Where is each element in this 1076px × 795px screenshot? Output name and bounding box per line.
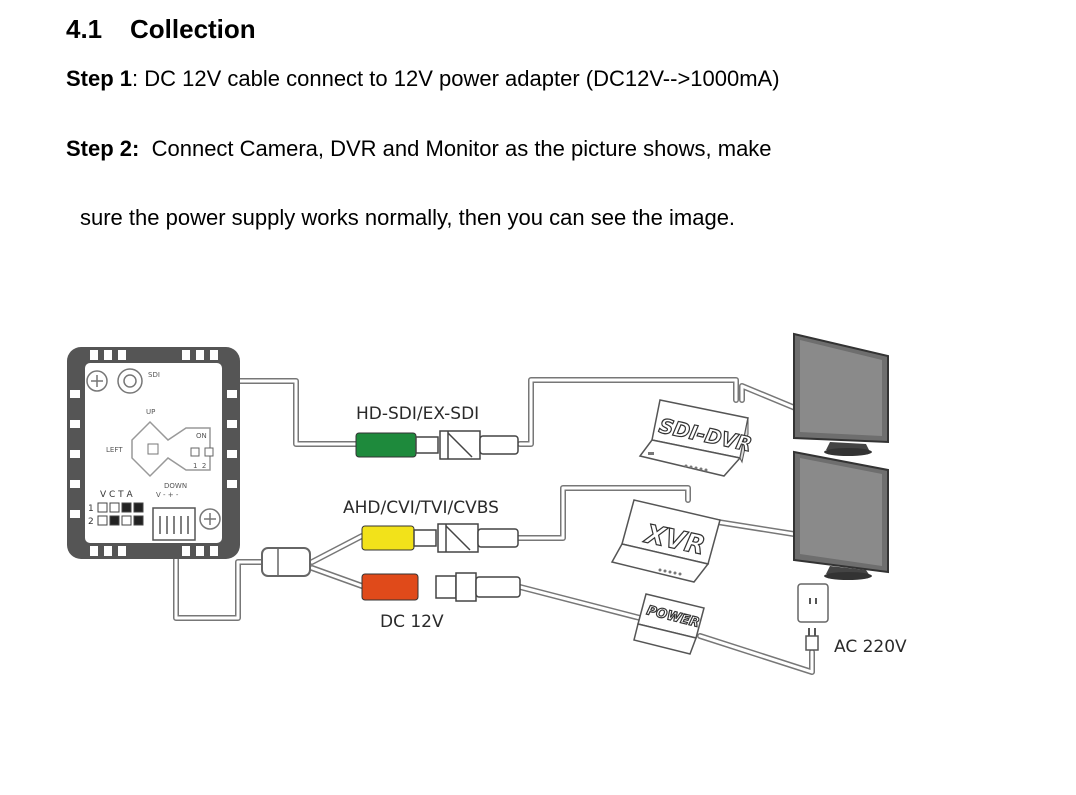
ahd-label: AHD/CVI/TVI/CVBS	[343, 498, 499, 518]
power-adapter: POWER	[633, 593, 705, 655]
ahd-connector	[361, 523, 519, 553]
sdi-connector	[355, 430, 519, 460]
on-marking: ON	[196, 432, 207, 440]
camera-board: SDI UP LEFT ON 1 2 DOWN V - + - V C T A …	[67, 347, 240, 559]
xvr-device: XVR	[610, 499, 721, 583]
section-heading: 4.1 Collection	[66, 14, 256, 45]
up-marking: UP	[146, 408, 155, 416]
section-number: 4.1	[66, 14, 103, 44]
row-1-marking: 1	[88, 504, 94, 514]
step-1-sep: :	[132, 66, 145, 91]
left-marking: LEFT	[106, 446, 123, 454]
monitor-bottom	[793, 450, 889, 580]
pins-marking: V - + -	[156, 491, 179, 499]
section-title: Collection	[130, 14, 256, 44]
step-2-paragraph: Step 2: Connect Camera, DVR and Monitor …	[66, 135, 772, 163]
row-2-marking: 2	[88, 517, 94, 527]
switch-numbers: 1 2	[193, 462, 206, 470]
down-marking: DOWN	[164, 482, 187, 490]
vcta-marking: V C T A	[100, 490, 134, 500]
sdi-dvr-device: SDI-DVR	[638, 399, 755, 477]
sdi-marking: SDI	[148, 371, 160, 379]
dc-12v-label: DC 12V	[380, 612, 444, 632]
cable-splitter	[261, 547, 311, 577]
step-2-continuation: sure the power supply works normally, th…	[80, 205, 736, 230]
step-2-label: Step 2:	[66, 136, 140, 161]
dc-connector	[361, 572, 521, 602]
step-2-text: Connect Camera, DVR and Monitor as the p…	[151, 136, 772, 161]
step-1-paragraph: Step 1: DC 12V cable connect to 12V powe…	[66, 65, 780, 93]
monitor-top	[793, 332, 889, 456]
step-1-text: DC 12V cable connect to 12V power adapte…	[144, 66, 780, 91]
hd-sdi-label: HD-SDI/EX-SDI	[356, 404, 479, 424]
plug-icon	[805, 628, 819, 651]
wall-outlet-icon	[797, 583, 829, 623]
dip-switch-grid: V C T A 1 2	[88, 490, 144, 527]
step-1-label: Step 1	[66, 66, 133, 91]
ac-220v-label: AC 220V	[834, 637, 907, 657]
